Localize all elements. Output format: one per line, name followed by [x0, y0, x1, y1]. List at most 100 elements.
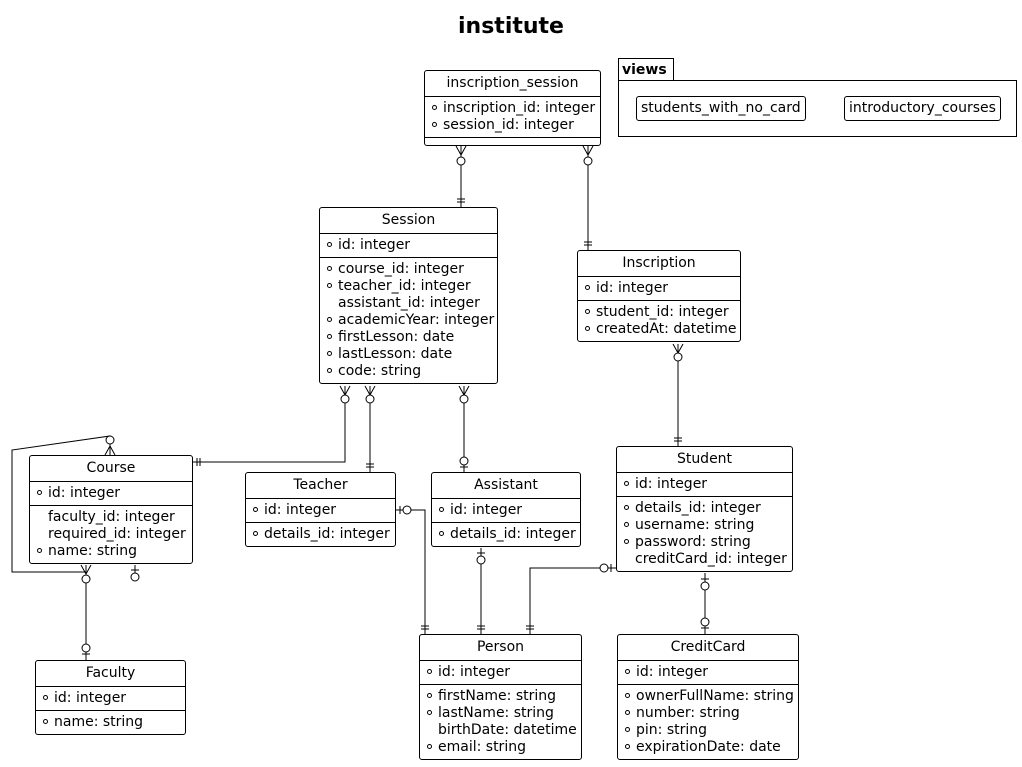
view-introductory-courses[interactable]: introductory_courses	[844, 96, 1001, 121]
attribute-row: inscription_id: integer	[431, 100, 600, 117]
attribute-text: expirationDate: date	[636, 739, 781, 755]
entity-name: Session	[320, 208, 497, 234]
zero-marker	[456, 156, 466, 166]
attribute-text: id: integer	[450, 502, 523, 518]
attribute-text: details_id: integer	[264, 526, 390, 542]
attribute-text: assistant_id: integer	[338, 295, 480, 311]
zero-marker	[459, 456, 469, 466]
attribute-row: details_id: integer	[252, 526, 395, 543]
mandatory-bullet-icon	[439, 507, 444, 512]
attribute-row: firstLesson: date	[326, 329, 497, 346]
zero-marker	[81, 574, 91, 584]
mandatory-bullet-icon	[253, 531, 258, 536]
mandatory-bullet-icon	[37, 548, 42, 553]
mandatory-bullet-icon	[327, 266, 332, 271]
attribute-text: password: string	[635, 534, 751, 550]
attribute-text: code: string	[338, 363, 422, 379]
zero-marker	[599, 563, 609, 573]
attribute-text: id: integer	[438, 664, 511, 680]
attribute-text: creditCard_id: integer	[635, 551, 787, 567]
attribute-row: expirationDate: date	[624, 739, 798, 756]
attribute-text: inscription_id: integer	[443, 100, 596, 116]
entity-name: Student	[617, 447, 792, 473]
attribute-row: code: string	[326, 363, 497, 380]
entity-name: Inscription	[578, 251, 740, 277]
relation-line	[396, 509, 426, 634]
entity-name: Person	[420, 635, 581, 661]
mandatory-bullet-icon	[432, 105, 437, 110]
attribute-row: required_id: integer	[36, 526, 192, 543]
mandatory-bullet-icon	[327, 242, 332, 247]
attribute-row: id: integer	[426, 664, 581, 681]
entity-name: Assistant	[432, 473, 580, 499]
attribute-row: name: string	[42, 714, 185, 731]
attribute-text: firstName: string	[438, 688, 557, 704]
attribute-row: course_id: integer	[326, 261, 497, 278]
attribute-text: firstLesson: date	[338, 329, 455, 345]
zero-marker	[340, 394, 350, 404]
mandatory-bullet-icon	[43, 695, 48, 700]
attribute-text: username: string	[635, 517, 755, 533]
mandatory-bullet-icon	[624, 539, 629, 544]
zero-marker	[81, 643, 91, 653]
attribute-text: ownerFullName: string	[636, 688, 794, 704]
attribute-row: session_id: integer	[431, 117, 600, 134]
attribute-row: username: string	[623, 517, 792, 534]
entity-inscription[interactable]: Inscription id: integer student_id: intege…	[577, 250, 741, 342]
attribute-text: lastName: string	[438, 705, 554, 721]
mandatory-bullet-icon	[585, 309, 590, 314]
attribute-text: number: string	[636, 705, 740, 721]
package-views-tab: views	[618, 58, 674, 80]
mandatory-bullet-icon	[624, 505, 629, 510]
zero-marker	[583, 156, 593, 166]
attribute-row: number: string	[624, 705, 798, 722]
key-section: id: integer	[618, 661, 798, 684]
key-section: id: integer	[36, 687, 185, 710]
view-students-with-no-card[interactable]: students_with_no_card	[636, 96, 806, 121]
attribute-row: id: integer	[438, 502, 580, 519]
attribute-section: name: string	[36, 710, 185, 734]
attribute-text: id: integer	[636, 664, 709, 680]
attribute-text: required_id: integer	[48, 526, 186, 542]
key-section: id: integer	[617, 473, 792, 496]
attribute-row: id: integer	[584, 280, 740, 297]
attribute-row: ownerFullName: string	[624, 688, 798, 705]
attribute-text: email: string	[438, 739, 526, 755]
attribute-row: id: integer	[623, 476, 792, 493]
attribute-text: pin: string	[636, 722, 708, 738]
key-section: id: integer	[30, 482, 192, 505]
attribute-row: lastName: string	[426, 705, 581, 722]
attribute-text: student_id: integer	[596, 304, 729, 320]
entity-name: CreditCard	[618, 635, 798, 661]
attribute-row: id: integer	[252, 502, 395, 519]
many-marker	[104, 444, 116, 456]
entity-creditcard[interactable]: CreditCard id: integer ownerFullName: stri…	[617, 634, 799, 760]
attribute-row: faculty_id: integer	[36, 509, 192, 526]
mandatory-bullet-icon	[427, 669, 432, 674]
package-views: students_with_no_card introductory_cours…	[618, 80, 1017, 137]
attribute-row: assistant_id: integer	[326, 295, 497, 312]
attribute-text: lastLesson: date	[338, 346, 453, 362]
attribute-text: academicYear: integer	[338, 312, 495, 328]
attribute-row: createdAt: datetime	[584, 321, 740, 338]
attribute-row: id: integer	[36, 485, 192, 502]
key-section: id: integer	[320, 234, 497, 257]
mandatory-bullet-icon	[625, 710, 630, 715]
zero-marker	[459, 394, 469, 404]
attribute-text: teacher_id: integer	[338, 278, 471, 294]
attribute-text: name: string	[54, 714, 144, 730]
mandatory-bullet-icon	[43, 719, 48, 724]
